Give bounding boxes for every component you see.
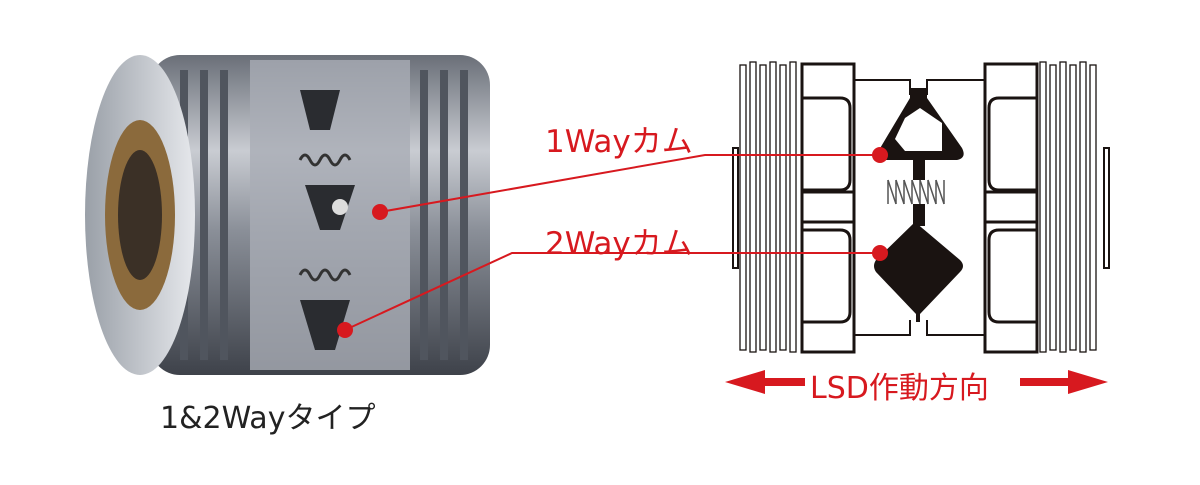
left-arrow-icon (725, 370, 805, 394)
two-way-cam-photo-marker (337, 322, 353, 338)
right-arrow-icon (1020, 370, 1108, 394)
one-way-cam-shape (877, 88, 964, 180)
spring-icon (887, 179, 945, 205)
one-way-cam-marker (872, 147, 888, 163)
one-way-cam-photo-marker (372, 204, 388, 220)
two-way-cam-label: 2Wayカム (545, 226, 693, 262)
product-caption: 1&2Wayタイプ (160, 401, 376, 436)
lsd-schematic (732, 61, 1110, 354)
lsd-unit-photo (85, 55, 490, 375)
two-way-cam-marker (872, 245, 888, 261)
lsd-direction-label: LSD作動方向 (810, 371, 989, 406)
two-way-cam-shape (874, 204, 963, 322)
one-way-cam-label: 1Wayカム (545, 124, 693, 160)
leader-lines (344, 154, 880, 331)
